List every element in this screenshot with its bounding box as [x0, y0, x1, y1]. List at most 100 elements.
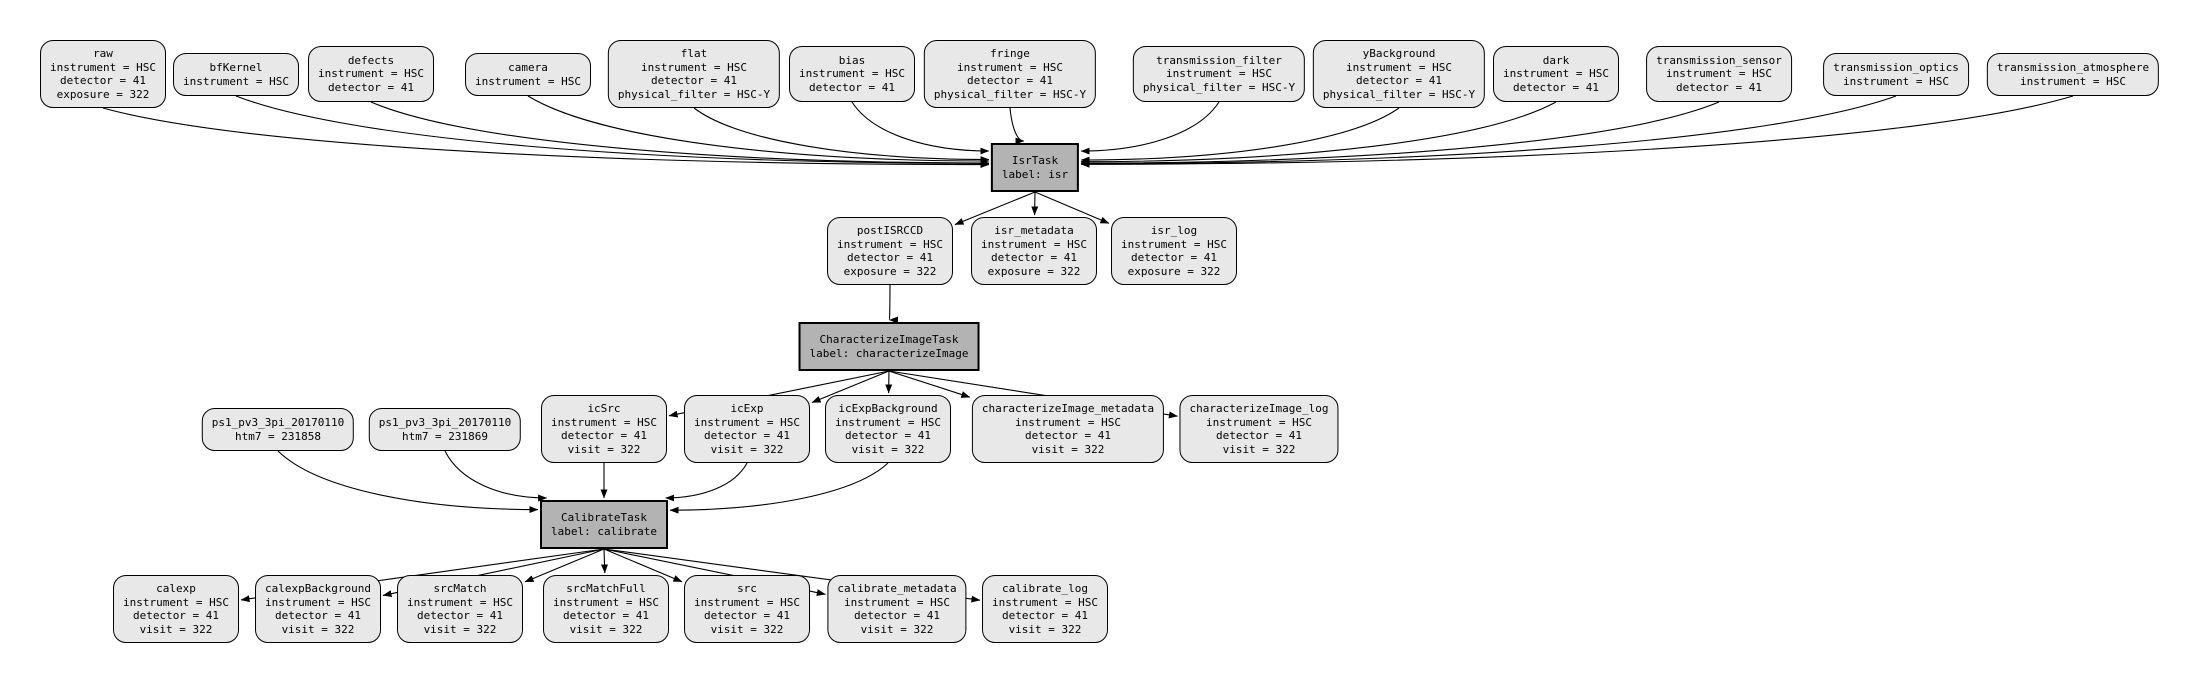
- edge-postISRCCD-characterizeImage: [888, 284, 899, 324]
- edge-ps1_b-calibrate: [444, 450, 548, 502]
- node-title: ps1_pv3_3pi_20170110: [378, 416, 512, 429]
- node-field: label: calibrate: [551, 524, 657, 538]
- node-field: instrument = HSC: [799, 67, 905, 81]
- edge-transmission_optics-isr: [1080, 95, 1897, 168]
- edge-transmission_filter-isr: [1080, 101, 1220, 155]
- node-field: instrument = HSC: [694, 415, 800, 429]
- edge-calibrate-srcMatch: [524, 548, 605, 583]
- edge-flat-isr: [693, 107, 990, 163]
- node-field: instrument = HSC: [2020, 74, 2126, 88]
- node-field: detector = 41: [990, 251, 1078, 264]
- node-title: IsrTask: [1011, 154, 1059, 167]
- node-title: raw: [93, 47, 113, 60]
- node-field: instrument = HSC: [265, 595, 371, 609]
- node-field: physical_filter = HSC-Y: [933, 87, 1087, 101]
- node-field: visit = 322: [860, 622, 934, 636]
- node-title: defects: [347, 53, 395, 67]
- node-field: visit = 322: [1008, 622, 1082, 636]
- node-field: physical_filter = HSC-Y: [1322, 87, 1476, 101]
- node-field: instrument = HSC: [1346, 60, 1452, 74]
- node-field: visit = 322: [710, 622, 784, 636]
- node-title: transmission_sensor: [1656, 53, 1782, 67]
- edge-dark-isr: [1080, 101, 1557, 166]
- node-title: yBackground: [1362, 47, 1436, 60]
- edge-icExpBackground-calibrate: [669, 462, 889, 514]
- node-title: CharacterizeImageTask: [819, 333, 959, 346]
- edge-characterizeImage-characterizeImage_metadata: [888, 370, 971, 398]
- node-field: instrument = HSC: [1843, 74, 1949, 88]
- node-field: instrument = HSC: [551, 415, 657, 429]
- node-field: detector = 41: [132, 609, 220, 622]
- node-title: transmission_optics: [1833, 61, 1959, 74]
- node-field: detector = 41: [844, 429, 932, 442]
- node-field: detector = 41: [703, 609, 791, 622]
- node-field: detector = 41: [1130, 251, 1218, 264]
- node-title: icExpBackground: [838, 402, 938, 415]
- node-field: instrument = HSC: [1166, 67, 1272, 81]
- node-field: instrument = HSC: [835, 415, 941, 429]
- node-field: instrument = HSC: [641, 60, 747, 74]
- node-field: exposure = 322: [56, 87, 150, 101]
- node-field: detector = 41: [808, 80, 896, 94]
- node-title: bfKernel: [209, 61, 263, 74]
- node-field: instrument = HSC: [50, 60, 156, 74]
- node-field: detector = 41: [703, 429, 791, 442]
- node-field: detector = 41: [274, 609, 362, 622]
- node-title: camera: [508, 61, 548, 74]
- node-field: visit = 322: [281, 622, 355, 636]
- edge-yBackground-isr: [1080, 107, 1400, 164]
- node-title: characterizeImage_log: [1189, 402, 1329, 415]
- node-field: detector = 41: [59, 74, 147, 87]
- node-field: detector = 41: [650, 74, 738, 87]
- node-field: visit = 322: [567, 442, 641, 456]
- node-title: isr_metadata: [994, 224, 1074, 237]
- node-field: instrument = HSC: [837, 237, 943, 251]
- node-title: isr_log: [1150, 224, 1198, 237]
- node-title: srcMatchFull: [566, 582, 646, 595]
- node-field: instrument = HSC: [992, 595, 1098, 609]
- node-field: visit = 322: [851, 442, 925, 456]
- edge-isr-isr_log: [1034, 191, 1110, 224]
- node-field: detector = 41: [853, 609, 941, 622]
- edge-defects-isr: [370, 101, 990, 167]
- node-field: label: isr: [1001, 167, 1069, 181]
- node-field: instrument = HSC: [553, 595, 659, 609]
- edge-ps1_a-calibrate: [277, 450, 539, 514]
- node-field: instrument = HSC: [1503, 67, 1609, 81]
- node-field: detector = 41: [327, 80, 415, 94]
- node-title: calexpBackground: [265, 582, 371, 595]
- node-title: calibrate_metadata: [837, 582, 957, 595]
- node-title: icExp: [730, 402, 764, 415]
- node-field: htm7 = 231858: [234, 429, 322, 443]
- node-field: detector = 41: [1024, 429, 1112, 442]
- node-title: transmission_atmosphere: [1996, 61, 2150, 74]
- node-field: detector = 41: [1512, 80, 1600, 94]
- node-field: instrument = HSC: [1206, 415, 1312, 429]
- edge-calibrate-src: [603, 548, 683, 583]
- node-title: srcMatch: [433, 582, 487, 595]
- node-field: instrument = HSC: [318, 67, 424, 81]
- node-title: flat: [680, 47, 708, 60]
- node-field: instrument = HSC: [981, 237, 1087, 251]
- node-field: exposure = 322: [1127, 264, 1221, 278]
- node-field: detector = 41: [846, 251, 934, 264]
